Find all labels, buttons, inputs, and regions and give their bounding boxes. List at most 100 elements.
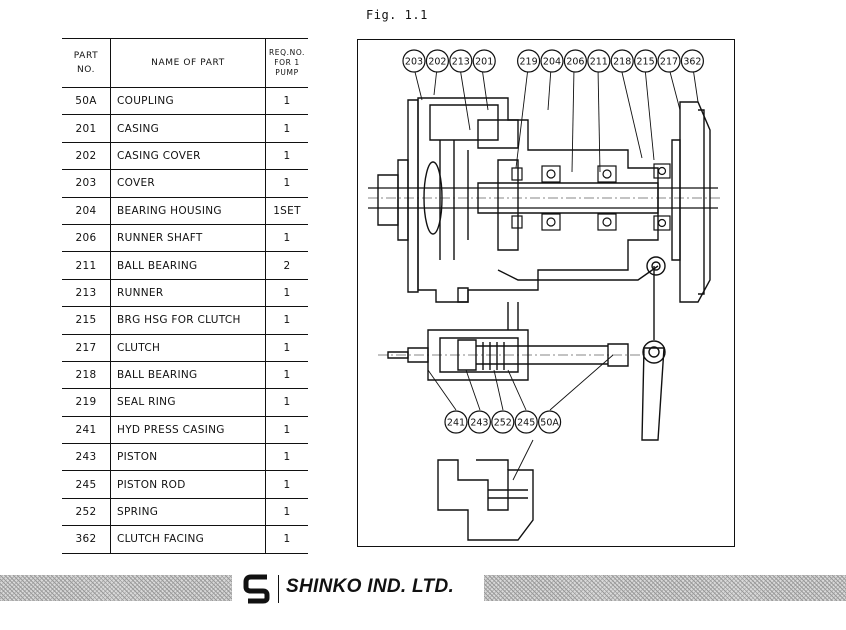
callout-label: 213 (452, 57, 470, 68)
footer-hatch-right (484, 575, 846, 601)
part-no-cell: 217 (62, 334, 111, 362)
callout-balloon: 245 (514, 410, 538, 434)
callout-circle (540, 49, 564, 73)
callout-balloon: 252 (491, 410, 515, 434)
req-qty-cell: 1 (265, 498, 308, 527)
callout-balloon: 204 (540, 49, 564, 73)
header-req-no: REQ.NO. FOR 1 PUMP (265, 38, 308, 88)
callout-label: 206 (566, 57, 584, 68)
callout-label: 241 (447, 418, 465, 429)
req-qty-cell: 1 (265, 87, 308, 116)
callout-circle (472, 49, 496, 73)
header-req-line3: PUMP (275, 68, 299, 77)
callout-label: 202 (428, 57, 446, 68)
req-qty-cell: 1 (265, 142, 308, 171)
callout-label: 50A (540, 418, 559, 429)
part-name-cell: CLUTCH FACING (110, 525, 266, 554)
ball-bearings (511, 163, 671, 231)
part-name-cell: COUPLING (110, 87, 266, 116)
callout-circle (563, 49, 587, 73)
part-no-cell: 50A (62, 87, 111, 116)
part-name-cell: SPRING (110, 498, 266, 527)
logo-separator (278, 575, 279, 603)
table-header-row: PART NO. NAME OF PART REQ.NO. FOR 1 PUMP (62, 38, 308, 88)
part-no-cell: 201 (62, 114, 111, 143)
callout-balloon: 201 (472, 49, 496, 73)
part-name-cell: CASING (110, 114, 266, 143)
coupling-detail (437, 459, 534, 541)
req-qty-cell: 1 (265, 525, 308, 554)
part-name-cell: BEARING HOUSING (110, 197, 266, 225)
req-qty-cell: 1 (265, 306, 308, 335)
part-no-cell: 362 (62, 525, 111, 554)
req-qty-cell: 1 (265, 443, 308, 472)
part-no-cell: 213 (62, 279, 111, 308)
part-no-cell: 219 (62, 388, 111, 417)
part-no-cell: 204 (62, 197, 111, 225)
req-qty-cell: 1 (265, 279, 308, 308)
callout-label: 215 (637, 57, 655, 68)
hydraulic-cylinder (427, 329, 529, 381)
clutch-assembly (679, 101, 711, 303)
parts-table: PART NO. NAME OF PART REQ.NO. FOR 1 PUMP… (62, 38, 308, 554)
part-name-cell: BALL BEARING (110, 361, 266, 390)
header-req-line1: REQ.NO. (268, 48, 306, 57)
callout-balloon: 213 (449, 49, 473, 73)
part-name-cell: BALL BEARING (110, 251, 266, 280)
callout-balloon: 203 (402, 49, 426, 73)
callout-label: 362 (683, 57, 701, 68)
figure-caption: Fig. 1.1 (366, 8, 428, 22)
header-req-line2: FOR 1 (274, 58, 300, 67)
callout-balloon: 217 (657, 49, 681, 73)
part-no-cell: 218 (62, 361, 111, 390)
leader-lines (413, 67, 699, 411)
header-part-no: PART NO. (62, 38, 111, 88)
part-name-cell: PISTON ROD (110, 470, 266, 499)
callout-label: 219 (520, 57, 538, 68)
shinko-s-logo-icon (243, 574, 270, 604)
part-no-cell: 203 (62, 169, 111, 198)
callout-label: 211 (590, 57, 608, 68)
callout-circle (634, 49, 658, 73)
callout-balloon: 362 (680, 49, 704, 73)
footer-hatch-left (0, 575, 232, 601)
header-part-no-line2: NO. (76, 65, 96, 75)
part-name-cell: RUNNER (110, 279, 266, 308)
req-qty-cell: 1 (265, 388, 308, 417)
part-no-cell: 245 (62, 470, 111, 499)
req-qty-cell: 1 (265, 224, 308, 253)
company-name: SHINKO IND. LTD. (286, 576, 455, 597)
part-no-cell: 252 (62, 498, 111, 527)
callout-label: 217 (660, 57, 678, 68)
callout-circle (449, 49, 473, 73)
callout-balloon: 211 (587, 49, 611, 73)
req-qty-cell: 1 (265, 169, 308, 198)
req-qty-cell: 1 (265, 361, 308, 390)
part-no-cell: 241 (62, 416, 111, 445)
req-qty-cell: 1SET (265, 197, 308, 225)
header-part-no-line1: PART (73, 51, 99, 61)
req-qty-cell: 2 (265, 251, 308, 280)
callout-circle (514, 410, 538, 434)
req-qty-cell: 1 (265, 416, 308, 445)
req-qty-cell: 1 (265, 334, 308, 362)
part-name-cell: RUNNER SHAFT (110, 224, 266, 253)
part-no-cell: 215 (62, 306, 111, 335)
callout-circle (587, 49, 611, 73)
